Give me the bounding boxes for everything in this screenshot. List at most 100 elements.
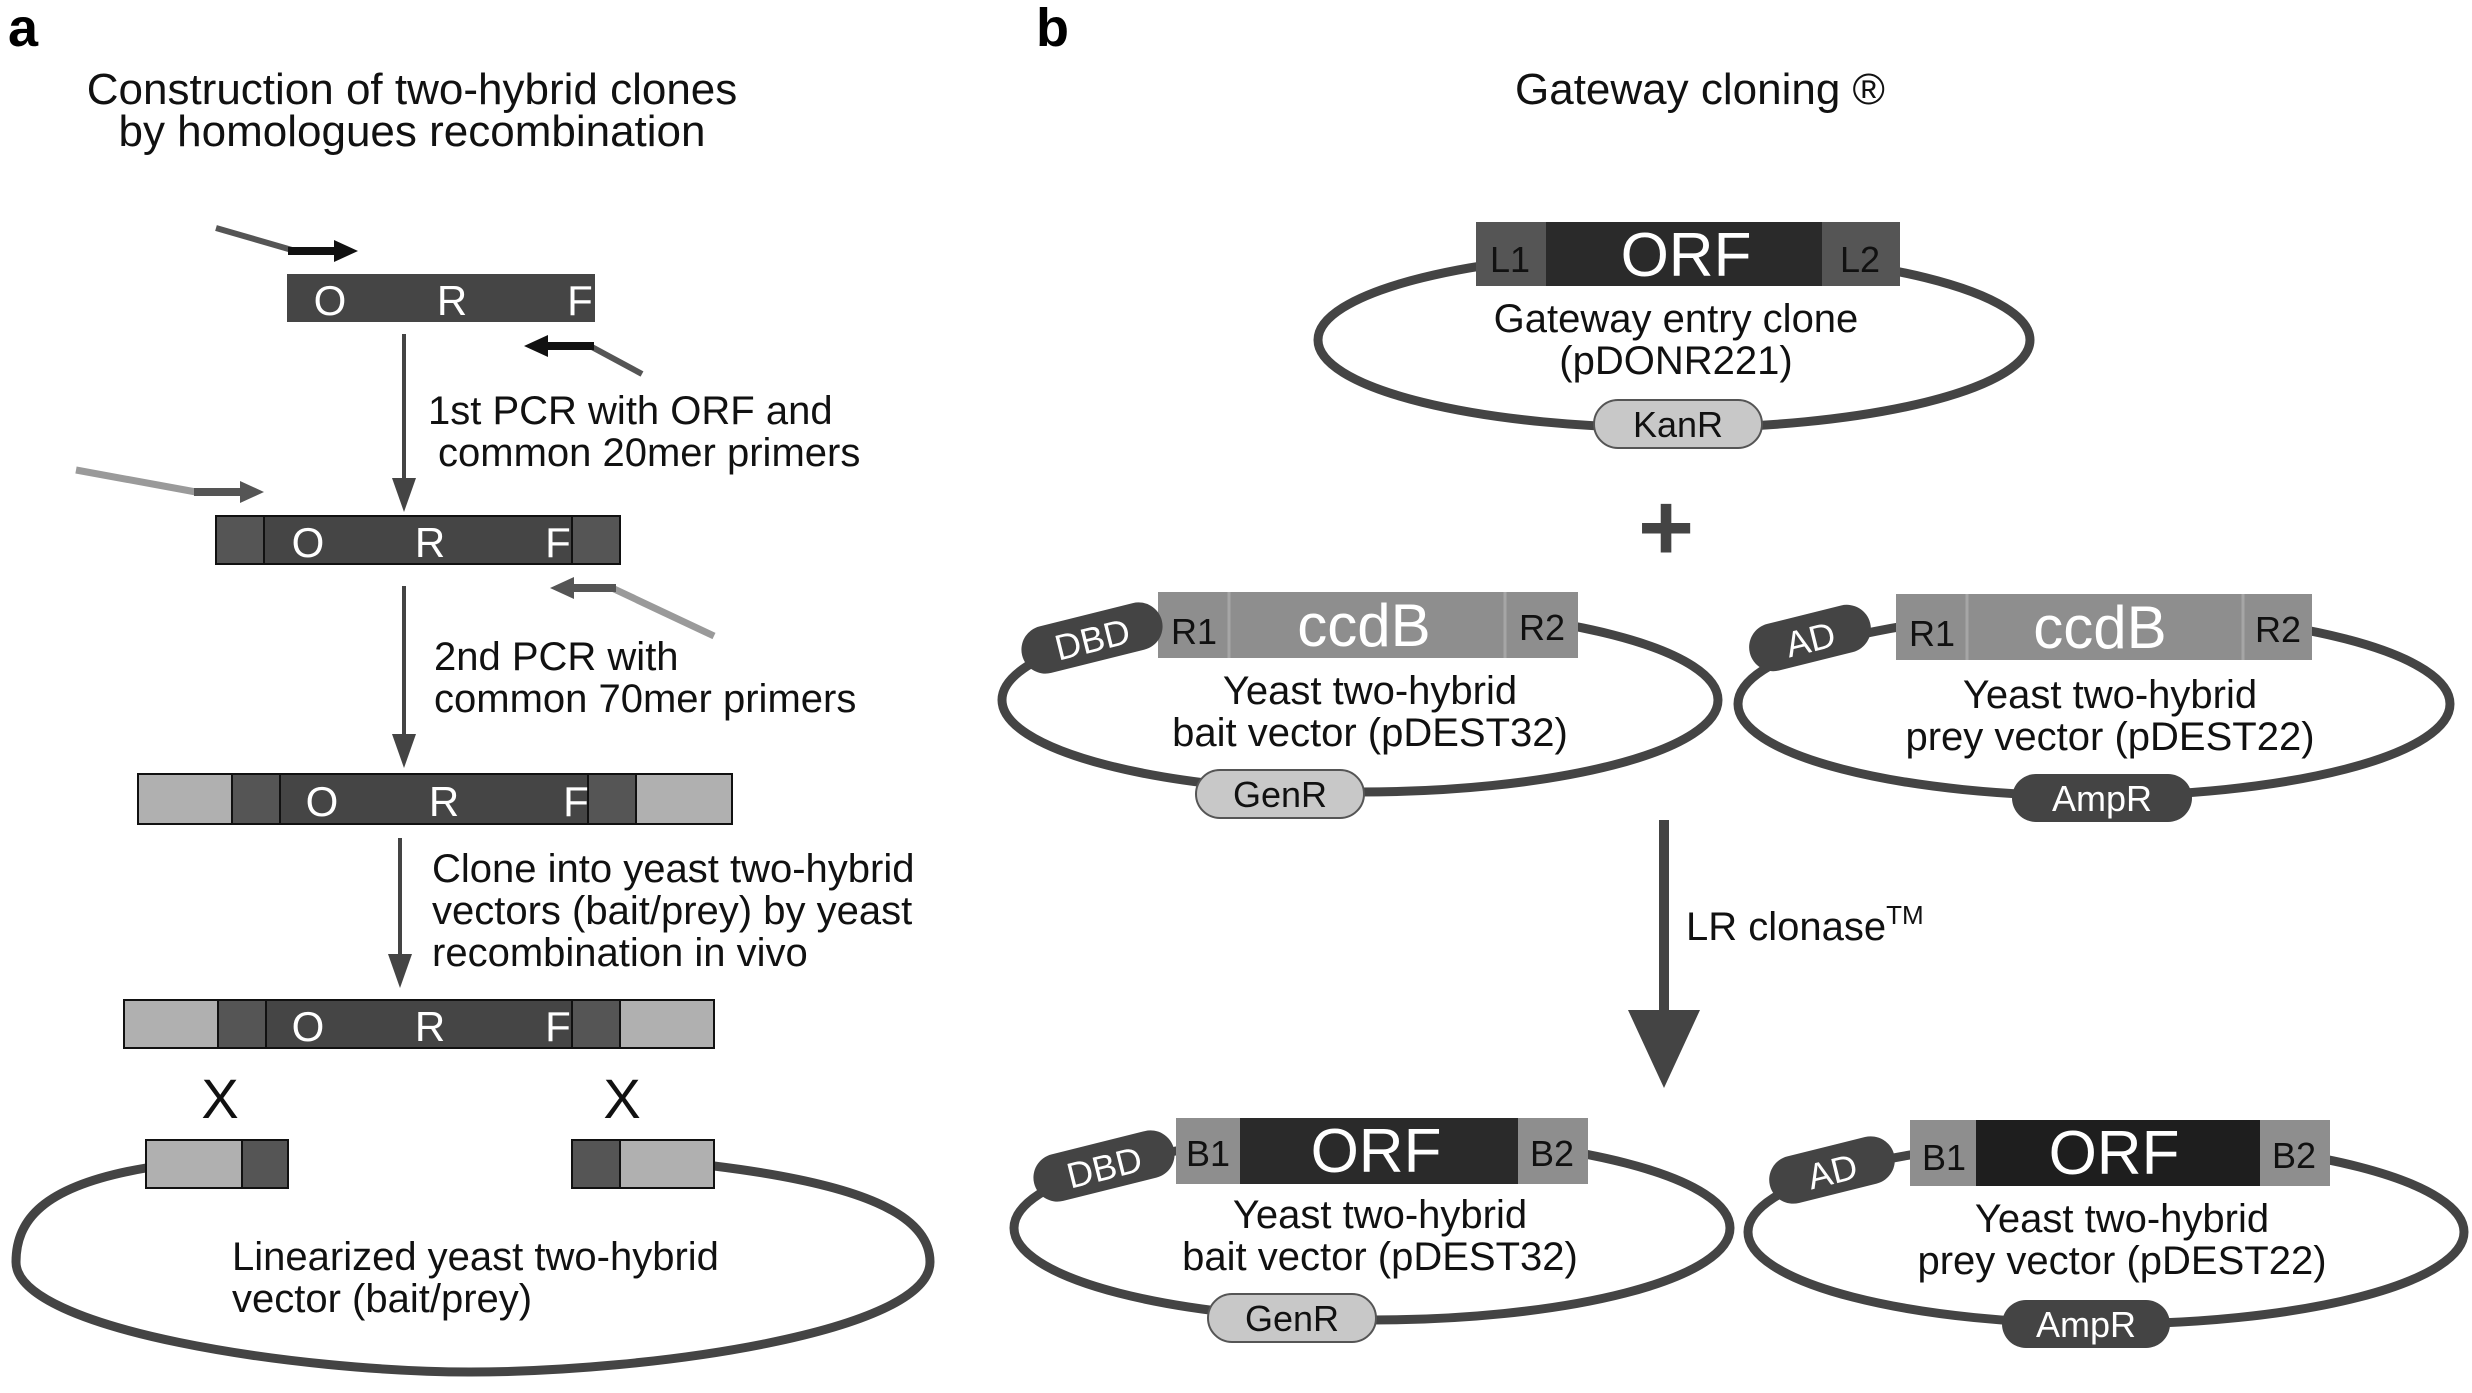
kanr-label: KanR [1633,404,1723,445]
genr-expr-label: GenR [1245,1298,1339,1339]
vector-end-left-light [145,1139,243,1189]
bait-expr-name-line2: bait vector (pDEST32) [1182,1235,1578,1279]
orf-bar-1 [287,274,595,322]
ampr-dest-label: AmpR [2052,778,2152,819]
prey-expression-vector: B1 ORF B2 AD Yeast two-hybrid prey vecto… [1743,1119,2469,1348]
bait-expr-b1-label: B1 [1186,1133,1230,1174]
orf-letter-o-2: O [292,519,325,566]
step1-label-line1: 1st PCR with ORF and [428,389,833,433]
orf-letter-f-2: F [545,519,571,566]
flank-20mer-left-3 [231,773,281,825]
orf-letter-f-3: F [563,778,589,825]
vector-ring [11,1161,935,1377]
orf-letter-f-4: F [545,1003,571,1050]
orf-letter-o-3: O [306,778,339,825]
step-arrowhead-1 [392,478,416,512]
prey-expr-site-b2 [2260,1120,2330,1186]
bait-dest-r2-label: R2 [1519,607,1565,648]
genr-marker-expr [1207,1293,1377,1343]
bait-expr-dbd-label: DBD [1063,1138,1147,1196]
prey-dest-ad-pill [1749,604,1871,672]
primer-reverse-tail [588,343,644,377]
bait-expr-dbd-tag: DBD [1033,1130,1175,1202]
lr-reaction-arrowhead [1628,1010,1700,1088]
bait-expr-name-line1: Yeast two-hybrid [1233,1193,1527,1237]
step2-label-line2: common 70mer primers [434,677,856,721]
genr-dest-label: GenR [1233,774,1327,815]
bait-destination-vector: R1 ccdB R2 DBD Yeast two-hybrid bait vec… [997,592,1723,819]
prey-dest-site-r2 [2242,594,2312,660]
primer-reverse-arrowhead [524,335,548,357]
lr-clonase-superscript: TM [1886,900,1924,930]
orf-stage-4: O R F [123,999,715,1050]
orf-letter-r-4: R [415,1003,445,1050]
lr-clonase-text: LR clonase [1686,905,1886,949]
orf-letter-r-1: R [437,277,467,324]
bait-dest-site-r1 [1158,592,1230,658]
prey-expr-name-line1: Yeast two-hybrid [1975,1197,2269,1241]
primer70-reverse-arrowhead [550,577,574,599]
orf-letter-r-2: R [415,519,445,566]
orf-letter-r-3: R [429,778,459,825]
prey-expr-b2-label: B2 [2272,1135,2316,1176]
step-arrowhead-3 [388,954,412,988]
prey-expr-orf-label: ORF [2049,1119,2180,1188]
entry-site-l1 [1476,222,1548,286]
crossover-mark-left: X [201,1067,238,1130]
orf-letter-o-1: O [314,277,347,324]
prey-dest-name-line1: Yeast two-hybrid [1963,673,2257,717]
panel-a: a Construction of two-hybrid clones by h… [8,0,935,1377]
primer70-forward-tail [75,466,197,496]
panel-b: b Gateway cloning ® L1 ORF L2 Gateway en… [997,0,2469,1348]
step3-label-line2: vectors (bait/prey) by yeast [432,889,912,933]
entry-orf [1546,222,1824,286]
primer-forward-arrowhead [334,240,358,262]
entry-l1-label: L1 [1490,239,1530,280]
prey-expr-ad-tag: AD [1769,1136,1895,1204]
linearized-vector: Linearized yeast two-hybrid vector (bait… [11,1139,935,1377]
entry-clone: L1 ORF L2 Gateway entry clone (pDONR221)… [1313,221,2035,449]
prey-dest-r2-label: R2 [2255,609,2301,650]
bait-expr-dbd-pill [1033,1130,1175,1202]
step3-label-line1: Clone into yeast two-hybrid [432,847,914,891]
prey-dest-ccdb-label: ccdB [2033,594,2166,661]
step1-label-line2: common 20mer primers [438,431,860,475]
prey-dest-ccdb [1966,594,2244,660]
panel-a-title-line1: Construction of two-hybrid clones [87,65,738,114]
ampr-marker-expr [2002,1300,2170,1348]
ampr-expr-label: AmpR [2036,1304,2136,1345]
bait-expression-vector: B1 ORF B2 DBD Yeast two-hybrid bait vect… [1009,1117,1735,1343]
entry-site-l2 [1822,222,1900,286]
entry-l2-label: L2 [1840,239,1880,280]
step3-label-line3: recombination in vivo [432,931,808,975]
bait-expr-site-b2 [1518,1118,1588,1184]
kanr-marker [1593,399,1763,449]
bait-dest-dbd-pill [1021,602,1163,674]
entry-orf-label: ORF [1621,221,1752,290]
vector-end-right-dark [571,1139,621,1189]
bait-dest-name-line1: Yeast two-hybrid [1223,669,1517,713]
panel-a-letter: a [8,0,39,58]
genr-marker-dest [1195,769,1365,819]
bait-expr-b2-label: B2 [1530,1133,1574,1174]
bait-expr-orf-label: ORF [1311,1117,1442,1186]
flank-20mer-right-3 [587,773,637,825]
panel-b-letter: b [1036,0,1069,58]
prey-destination-vector: R1 ccdB R2 AD Yeast two-hybrid prey vect… [1733,594,2455,822]
lr-clonase-label: LR clonaseTM [1686,900,1924,949]
flank-20mer-right [571,515,621,565]
orf-letter-f-1: F [567,277,593,324]
orf-bar-3 [231,773,637,825]
orf-letter-o-4: O [292,1003,325,1050]
bait-dest-site-r2 [1504,592,1578,658]
prey-dest-name-line2: prey vector (pDEST22) [1905,715,2314,759]
prey-dest-site-r1 [1896,594,1968,660]
bait-dest-dbd-tag: DBD [1021,602,1163,674]
bait-expr-orf [1240,1118,1520,1184]
step2-label-line1: 2nd PCR with [434,635,679,679]
flank-20mer-right-4 [571,999,621,1049]
prey-dest-r1-label: R1 [1909,613,1955,654]
bait-dest-ccdb [1228,592,1506,658]
primer70-forward-arrowhead [240,481,264,503]
